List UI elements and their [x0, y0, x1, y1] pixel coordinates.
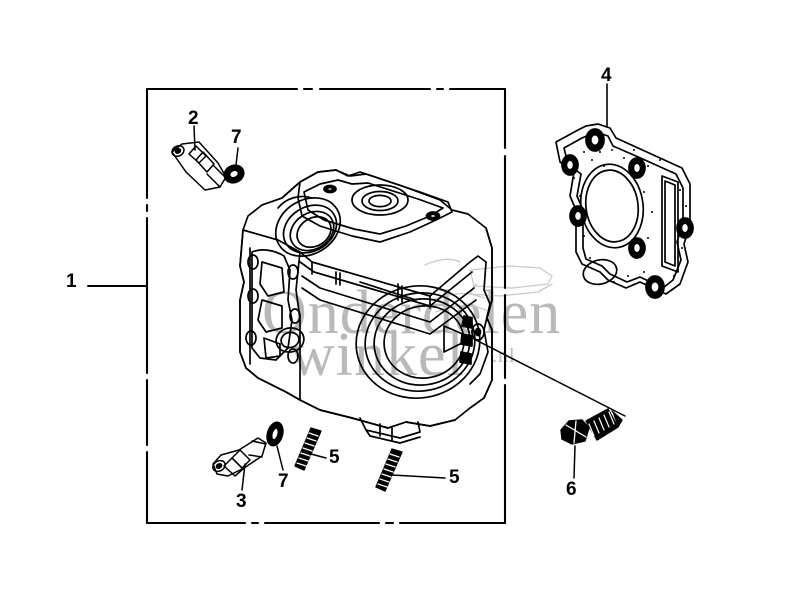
valve-guide-top — [171, 141, 228, 191]
flange-bolt — [560, 408, 623, 445]
watermark-line-2: winkel — [290, 321, 465, 389]
callout-label-3[interactable]: 3 — [236, 491, 247, 512]
callout-label-4[interactable]: 4 — [601, 65, 612, 86]
callout-label-7-bottom[interactable]: 7 — [278, 471, 289, 492]
valve-guide-bottom — [212, 437, 267, 477]
head-gasket — [555, 123, 694, 299]
o-ring-bottom — [266, 421, 284, 447]
callout-label-1[interactable]: 1 — [66, 271, 77, 292]
leader-line-5-upper — [310, 453, 327, 459]
callout-label-7-top[interactable]: 7 — [231, 127, 242, 148]
stud-bolt-lower — [375, 448, 403, 492]
leader-line-6-callout — [471, 337, 626, 417]
callout-label-5-upper[interactable]: 5 — [329, 447, 340, 468]
stud-bolt-upper — [294, 427, 322, 471]
callout-label-6[interactable]: 6 — [566, 479, 577, 500]
leader-line-2 — [193, 125, 196, 151]
cylinder-head-casting — [239, 169, 493, 444]
callout-label-2[interactable]: 2 — [188, 108, 199, 129]
leader-line-3 — [241, 463, 246, 491]
leader-line-5-lower — [391, 474, 446, 479]
leader-line-6 — [573, 445, 576, 479]
leader-line-7-bottom — [276, 445, 284, 471]
callout-label-5-lower[interactable]: 5 — [449, 467, 460, 488]
o-ring-top — [223, 164, 245, 184]
assembly-group-box — [145, 87, 507, 525]
ghost-part-outline — [424, 258, 553, 313]
leader-line-7-top — [235, 147, 239, 166]
